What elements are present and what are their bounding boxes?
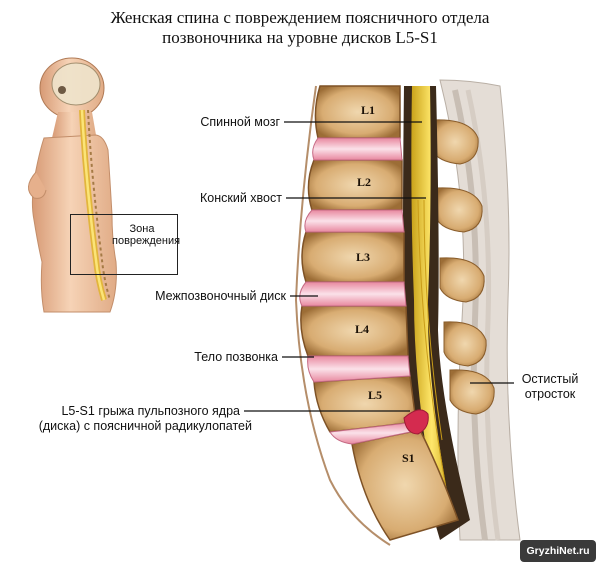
vertebra-label-l4: L4 <box>355 322 370 336</box>
label-spinous-process-line-2: отросток <box>524 387 576 401</box>
vertebra-label-l2: L2 <box>357 175 372 189</box>
damage-zone-box <box>70 214 178 275</box>
anterior-outline <box>294 85 391 546</box>
damage-zone-line-1: Зона <box>129 223 155 235</box>
label-cauda-equina: Конский хвост <box>200 191 282 205</box>
disc-herniation <box>403 409 429 435</box>
label-vertebral-body: Тело позвонка <box>194 350 278 364</box>
body-figure <box>28 57 117 313</box>
watermark: GryzhiNet.ru <box>520 540 596 562</box>
title-line-1: Женская спина с повреждением поясничного… <box>110 8 490 27</box>
intervertebral-discs <box>299 137 421 445</box>
vertebra-label-s1: S1 <box>402 451 415 465</box>
vertebra-label-l1: L1 <box>361 103 376 117</box>
leader-lines <box>244 121 514 412</box>
vertebra-label-l3: L3 <box>356 250 371 264</box>
damage-zone-line-2: повреждения <box>112 235 181 247</box>
vertebral-bodies <box>300 85 459 541</box>
title-line-2: позвоночника на уровне дисков L5-S1 <box>162 28 438 47</box>
label-spinous-process-line-1: Остистый <box>521 372 579 386</box>
spinous-processes <box>431 119 495 415</box>
damage-zone-label: Зона повреждения <box>112 223 181 247</box>
label-hernia-line-2: (диска) с поясничной радикулопатей <box>38 419 252 433</box>
label-hernia-line-1: L5-S1 грыжа пульпозного ядра <box>61 404 240 418</box>
spinal-cord-shape <box>411 86 452 526</box>
label-intervertebral-disc: Межпозвоночный диск <box>155 289 286 303</box>
vertebra-label-l5: L5 <box>368 388 383 402</box>
label-spinal-cord: Спинной мозг <box>200 115 280 129</box>
